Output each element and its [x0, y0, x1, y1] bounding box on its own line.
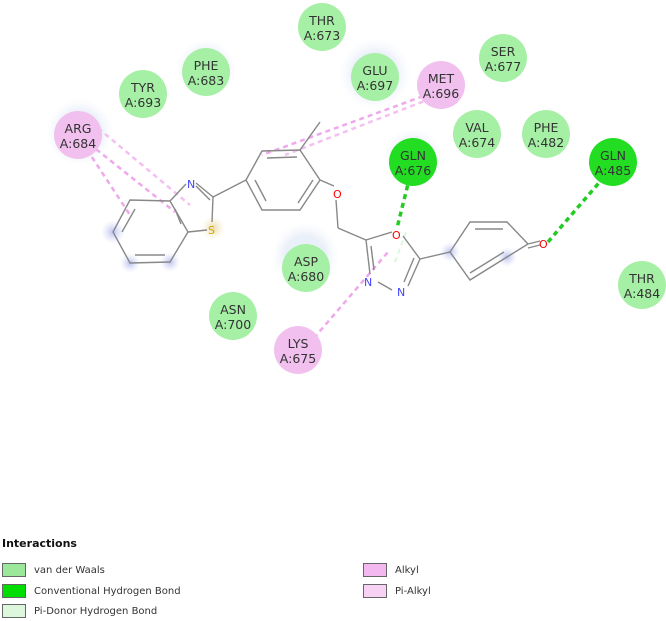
- residue-gln676: GLN A:676: [389, 138, 437, 186]
- residue-phe683: PHE A:683: [182, 48, 230, 96]
- residue-number: A:693: [125, 95, 161, 110]
- residue-nodes: THR A:673 SER A:677 PHE A:683 GLU A:697 …: [54, 3, 666, 374]
- atom-n-benzothiazole: N: [187, 178, 195, 191]
- legend-label: Conventional Hydrogen Bond: [34, 585, 181, 597]
- residue-name: THR: [308, 13, 335, 28]
- atom-o-ether: O: [333, 188, 342, 201]
- residue-number: A:673: [304, 28, 340, 43]
- residue-number: A:675: [280, 351, 316, 366]
- legend-label: van der Waals: [34, 564, 105, 576]
- residue-thr673: THR A:673: [298, 3, 346, 51]
- residue-name: THR: [628, 271, 655, 286]
- residue-name: VAL: [465, 120, 488, 135]
- residue-name: PHE: [194, 58, 219, 73]
- residue-thr484: THR A:484: [618, 261, 666, 309]
- residue-val674: VAL A:674: [453, 110, 501, 158]
- residue-name: ASP: [294, 254, 318, 269]
- legend-item-pi-donor-hbond: Pi-Donor Hydrogen Bond: [2, 603, 157, 619]
- legend-item-van-der-waals: van der Waals: [2, 562, 105, 578]
- residue-lys675: LYS A:675: [274, 326, 322, 374]
- atom-n-oxadiazole-1: N: [364, 276, 372, 289]
- residue-number: A:485: [595, 163, 631, 178]
- interaction-diagram: N S O O N N O THR A:673 SER A:677 PHE A:…: [46, 3, 666, 374]
- residue-name: SER: [491, 44, 516, 59]
- residue-number: A:683: [188, 73, 224, 88]
- residue-name: ASN: [220, 302, 246, 317]
- residue-name: ARG: [65, 121, 92, 136]
- ligand-structure: [112, 121, 541, 291]
- residue-name: TYR: [130, 80, 155, 95]
- legend-swatch: [363, 563, 387, 577]
- legend-item-alkyl: Alkyl: [363, 562, 419, 578]
- legend-label: Pi-Alkyl: [395, 585, 431, 597]
- atom-s-benzothiazole: S: [208, 224, 215, 237]
- residue-number: A:482: [528, 135, 564, 150]
- residue-number: A:684: [60, 136, 96, 151]
- residue-number: A:677: [485, 59, 521, 74]
- atom-o-oxadiazole: O: [392, 229, 401, 242]
- residue-tyr693: TYR A:693: [119, 70, 167, 118]
- residue-gln485: GLN A:485: [589, 138, 637, 186]
- legend-swatch: [363, 584, 387, 598]
- atom-o-carbonyl: O: [539, 238, 548, 251]
- residue-name: GLN: [400, 148, 426, 163]
- residue-name: GLU: [362, 63, 387, 78]
- legend-label: Alkyl: [395, 564, 419, 576]
- legend-item-pi-alkyl: Pi-Alkyl: [363, 583, 431, 599]
- interaction-lines: [80, 88, 612, 346]
- atom-n-oxadiazole-2: N: [397, 286, 405, 299]
- residue-number: A:697: [357, 78, 393, 93]
- residue-name: PHE: [534, 120, 559, 135]
- legend-label: Pi-Donor Hydrogen Bond: [34, 605, 158, 617]
- residue-asp680: ASP A:680: [282, 244, 330, 292]
- residue-name: MET: [428, 71, 455, 86]
- residue-glu697: GLU A:697: [351, 53, 399, 101]
- residue-arg684: ARG A:684: [54, 111, 102, 159]
- legend-item-conventional-hbond: Conventional Hydrogen Bond: [2, 583, 181, 599]
- legend-swatch: [2, 584, 26, 598]
- residue-number: A:700: [215, 317, 251, 332]
- residue-asn700: ASN A:700: [209, 292, 257, 340]
- residue-ser677: SER A:677: [479, 34, 527, 82]
- legend-swatch: [2, 563, 26, 577]
- residue-number: A:680: [288, 269, 324, 284]
- residue-phe482: PHE A:482: [522, 110, 570, 158]
- residue-name: GLN: [600, 148, 626, 163]
- residue-name: LYS: [288, 336, 309, 351]
- legend-swatch: [2, 604, 26, 618]
- legend-title: Interactions: [2, 537, 77, 550]
- residue-number: A:676: [395, 163, 431, 178]
- residue-number: A:484: [624, 286, 660, 301]
- residue-met696: MET A:696: [417, 61, 465, 109]
- residue-number: A:696: [423, 86, 459, 101]
- residue-number: A:674: [459, 135, 495, 150]
